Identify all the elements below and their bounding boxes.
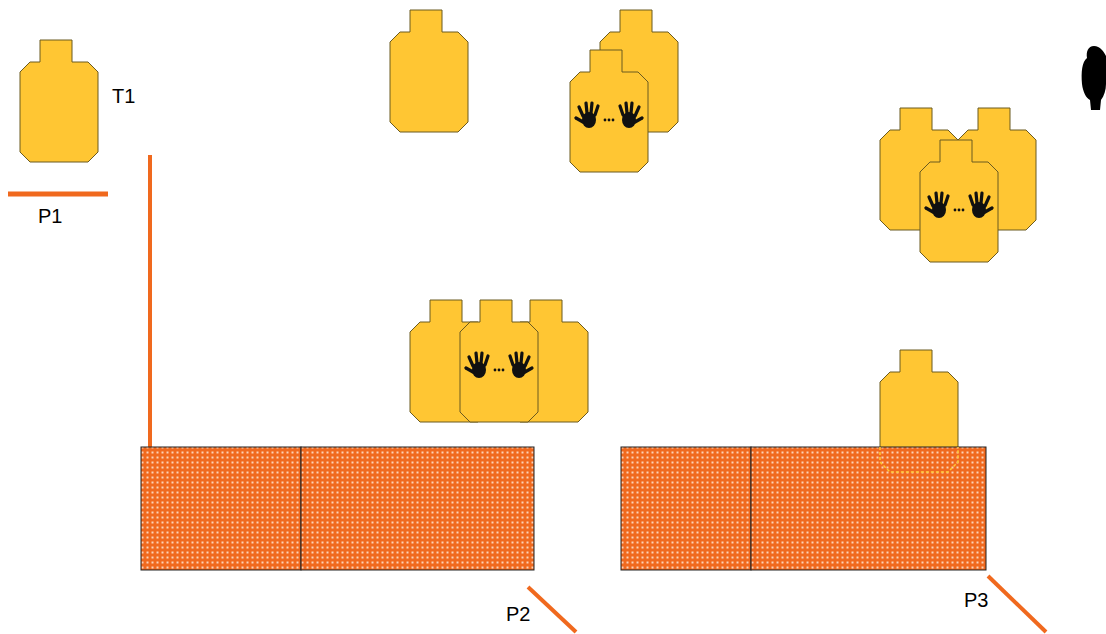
position-label: P3 [964,590,988,610]
wall [141,447,986,570]
shooter-silhouette [1082,46,1106,110]
no-shoot-target [920,140,998,262]
position-label: P2 [506,604,530,624]
fault-line [988,576,1046,632]
position-label: T1 [112,86,135,106]
fault-line [528,587,576,632]
target [20,40,98,162]
target [390,10,468,132]
fault-line [8,192,108,197]
no-shoot-target [460,300,538,422]
position-label: P1 [38,206,62,226]
fault-line [148,155,152,447]
no-shoot-target [570,50,648,172]
